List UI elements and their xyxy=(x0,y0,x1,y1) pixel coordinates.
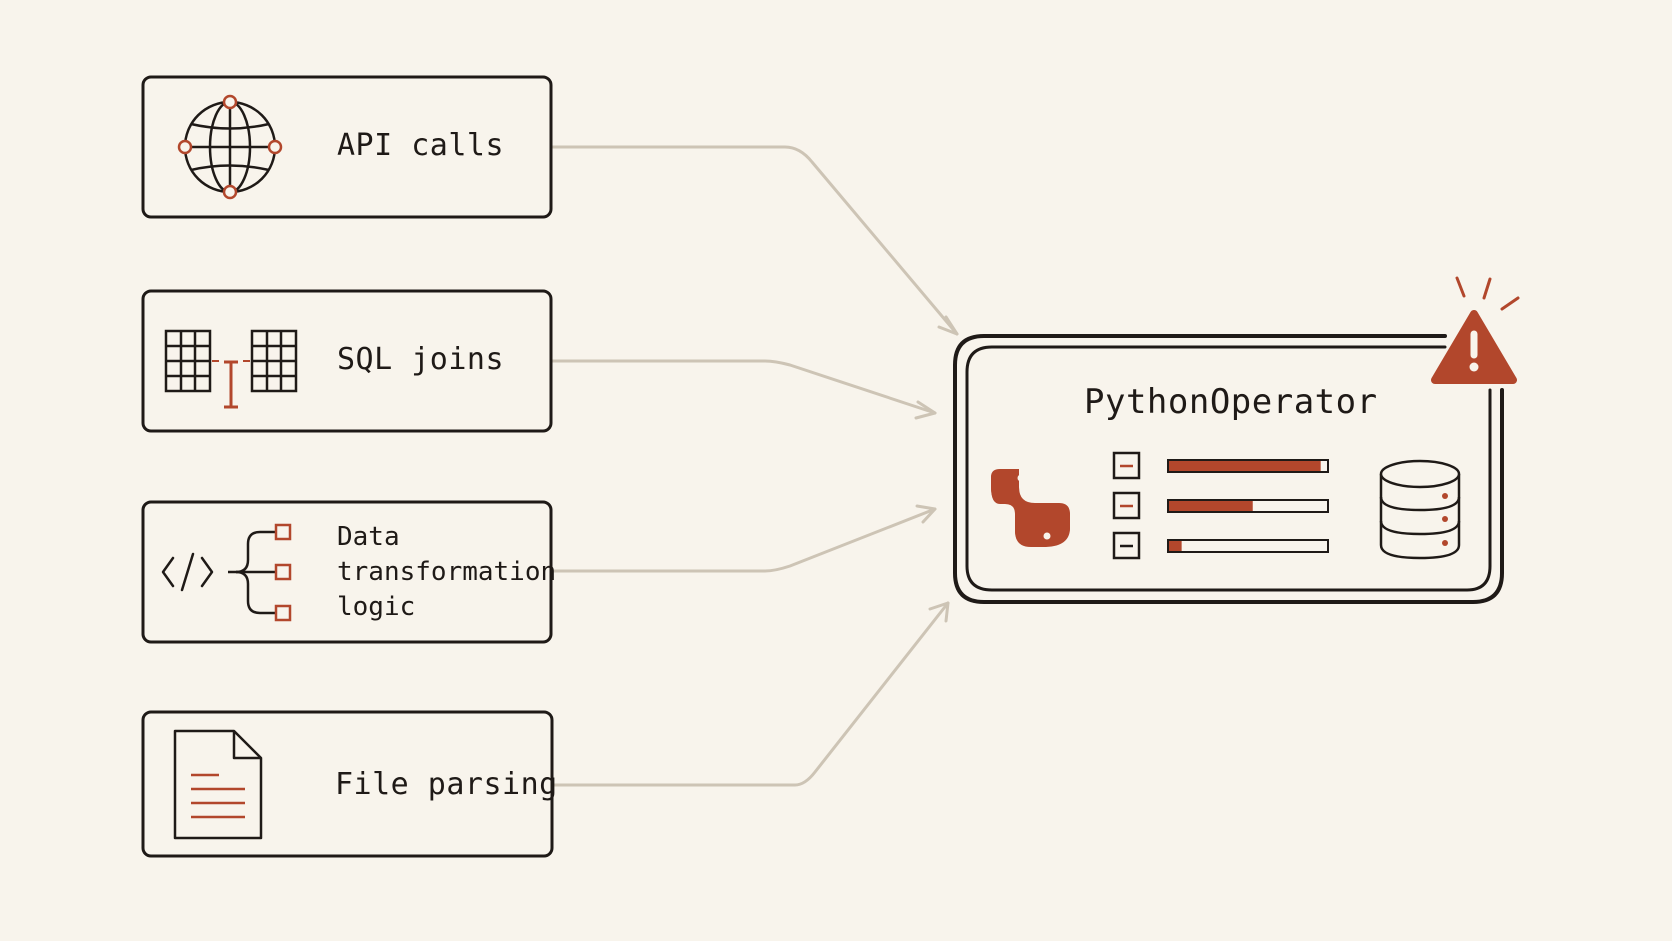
source-box xyxy=(141,710,554,858)
code-brackets-icon xyxy=(161,552,214,592)
task-checkbox-icon[interactable] xyxy=(1112,491,1141,520)
source-box xyxy=(141,289,553,433)
document-icon xyxy=(173,729,263,840)
python-operator-title: PythonOperator xyxy=(1084,382,1378,422)
progress-track xyxy=(1167,539,1329,553)
table-left-icon xyxy=(164,329,212,393)
data-transformation-label: Data transformation logic xyxy=(337,520,556,625)
python-logo-icon xyxy=(991,469,1070,547)
database-icon xyxy=(1379,459,1461,560)
task-checkbox-icon[interactable] xyxy=(1112,531,1141,560)
operator-inner-border xyxy=(965,345,1492,592)
task-row xyxy=(1112,491,1329,520)
sql-joins-label: SQL joins xyxy=(337,342,505,377)
arrowhead-transform xyxy=(915,504,937,524)
source-data-transformation xyxy=(141,500,553,644)
connector-sql xyxy=(550,359,937,415)
task-checkbox-icon[interactable] xyxy=(1112,451,1141,480)
connector-file xyxy=(550,601,950,787)
python-operator-node xyxy=(953,276,1520,604)
api-calls-label: API calls xyxy=(337,128,505,163)
warning-icon xyxy=(1431,276,1520,384)
branch-node-icons xyxy=(274,523,292,622)
source-box xyxy=(141,75,553,219)
connector-transform xyxy=(550,507,937,573)
join-connector-icon xyxy=(212,360,250,409)
file-parsing-label: File parsing xyxy=(335,767,558,802)
table-join-icon xyxy=(164,329,298,409)
branch-lines xyxy=(228,530,276,615)
progress-fill xyxy=(1169,541,1182,551)
source-api-calls xyxy=(141,75,553,219)
source-sql-joins xyxy=(141,289,553,433)
label-line: logic xyxy=(337,592,416,622)
table-right-icon xyxy=(250,329,298,393)
task-row xyxy=(1112,451,1329,480)
label-line: transformation xyxy=(337,557,557,587)
source-box xyxy=(141,500,553,644)
task-row xyxy=(1112,531,1329,560)
source-file-parsing xyxy=(141,710,554,858)
code-branch-icon xyxy=(161,523,292,622)
arrowhead-file xyxy=(928,601,950,623)
operator-outer-border xyxy=(953,334,1504,604)
progress-fill xyxy=(1169,501,1253,511)
progress-fill xyxy=(1169,461,1321,471)
label-line: Data xyxy=(337,522,400,552)
arrowhead-sql xyxy=(914,400,937,420)
connector-api xyxy=(550,145,959,336)
connectors xyxy=(550,145,959,787)
arrowhead-api xyxy=(937,315,959,336)
globe-icon xyxy=(177,94,283,200)
